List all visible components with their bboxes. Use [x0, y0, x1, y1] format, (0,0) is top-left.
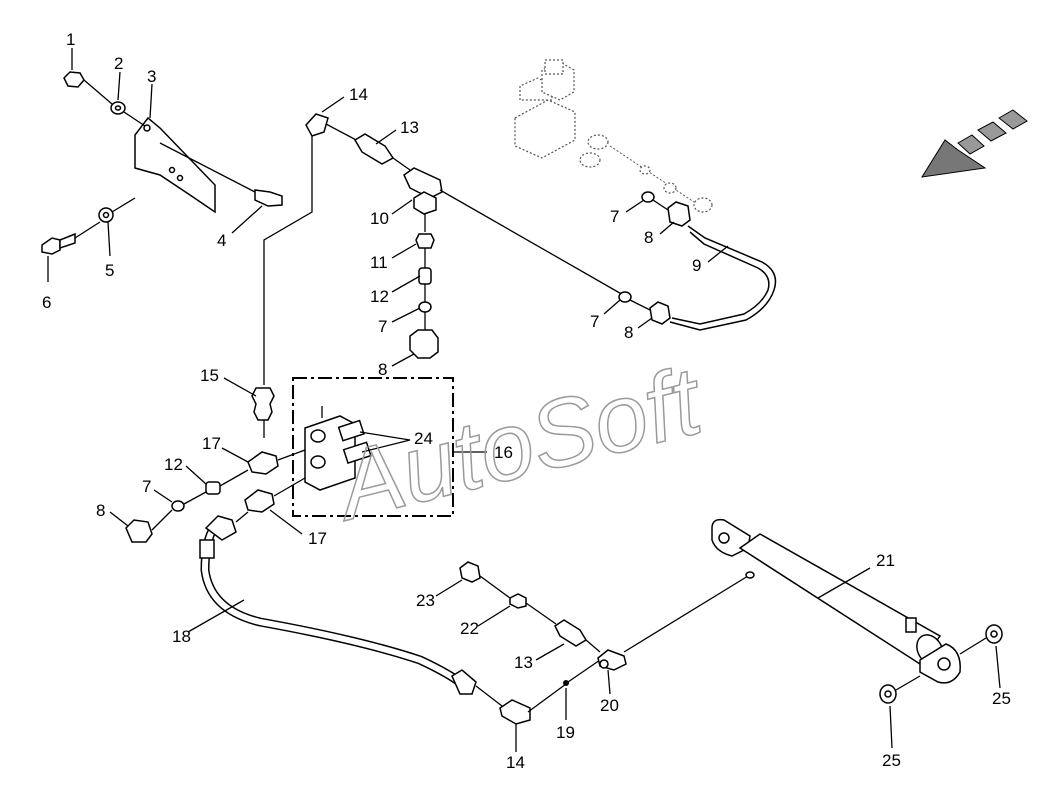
elbow-fitting-14-bottom[interactable]: [499, 699, 531, 725]
callout-14-top: 14: [349, 85, 368, 104]
adapter-22[interactable]: [509, 593, 527, 609]
ferrule-7-right[interactable]: [618, 291, 632, 303]
assembly-frame-16: [292, 377, 454, 517]
rigid-tube-9[interactable]: [669, 225, 777, 331]
callout-1: 1: [66, 30, 75, 49]
callout-22: 22: [460, 619, 479, 638]
callout-10: 10: [370, 209, 389, 228]
callout-13-bottom: 13: [514, 653, 533, 672]
leader-lines: [47, 48, 1001, 752]
control-valve-reference: [514, 59, 713, 213]
union-13-bottom[interactable]: [554, 619, 588, 647]
tee-fitting-20[interactable]: [597, 649, 627, 671]
callout-11: 11: [370, 253, 388, 272]
callout-8-right: 8: [624, 323, 633, 342]
adapter-11[interactable]: [415, 233, 435, 249]
callout-25-right: 25: [992, 689, 1011, 708]
callout-7-left: 7: [142, 477, 151, 496]
callout-7-top: 7: [610, 207, 619, 226]
mounting-bracket[interactable]: [134, 116, 216, 214]
adapter-17-bottom[interactable]: [244, 489, 275, 513]
flange-nut[interactable]: [63, 71, 85, 88]
callout-23: 23: [416, 591, 435, 610]
sleeve-12-top[interactable]: [418, 267, 432, 285]
adapter-15[interactable]: [251, 387, 275, 421]
union-13-top[interactable]: [353, 133, 395, 165]
sleeve-12-left[interactable]: [205, 481, 221, 495]
callout-20: 20: [600, 696, 619, 715]
callout-7-right: 7: [590, 312, 599, 331]
callout-17-top: 17: [202, 434, 221, 453]
callout-7-mid: 7: [378, 317, 387, 336]
plug-23[interactable]: [459, 561, 481, 583]
pipe-to-fitting-15: [263, 136, 313, 385]
nut-8-top[interactable]: [667, 201, 691, 227]
hydraulic-cylinder-21[interactable]: [711, 518, 961, 684]
callout-16: 16: [494, 443, 513, 462]
adapter-17-top[interactable]: [247, 451, 279, 475]
ferrule-7-mid[interactable]: [418, 301, 432, 313]
callout-19: 19: [556, 723, 575, 742]
direction-arrow-icon: [921, 109, 1028, 178]
washer-25-left[interactable]: [879, 684, 897, 704]
elbow-fitting-14-top[interactable]: [305, 113, 329, 137]
callout-labels: 1 2 3 4 5 6 14 13 10 11 12 7 8 7 8 9 7 8…: [42, 30, 1011, 772]
callout-5: 5: [105, 261, 114, 280]
callout-12-left: 12: [164, 455, 183, 474]
bolt-6[interactable]: [41, 232, 76, 255]
nut-8-right[interactable]: [649, 301, 671, 325]
callout-12-top: 12: [370, 287, 389, 306]
callout-14-bottom: 14: [506, 753, 525, 772]
callout-18: 18: [172, 627, 191, 646]
relief-valve-block-16[interactable]: [304, 406, 372, 491]
hydraulic-hose-18[interactable]: [199, 515, 477, 695]
ferrule-7-left[interactable]: [171, 500, 185, 512]
bolt-4[interactable]: [254, 189, 283, 207]
callout-8-top: 8: [644, 228, 653, 247]
callout-24: 24: [414, 429, 433, 448]
callout-13-top: 13: [400, 118, 419, 137]
ferrule-7-top[interactable]: [641, 191, 655, 203]
callout-9: 9: [692, 256, 701, 275]
callout-4: 4: [217, 231, 226, 250]
washer-2[interactable]: [110, 101, 126, 115]
callout-8-mid: 8: [378, 360, 387, 379]
callout-8-left: 8: [96, 501, 105, 520]
callout-17-bottom: 17: [308, 529, 327, 548]
nut-8-mid[interactable]: [409, 329, 439, 359]
nut-8-left[interactable]: [125, 519, 153, 543]
washer-25-right[interactable]: [985, 624, 1003, 644]
callout-25-left: 25: [882, 751, 901, 770]
callout-21: 21: [876, 551, 895, 570]
washer-5[interactable]: [98, 207, 114, 223]
callout-2: 2: [114, 54, 123, 73]
tee-fitting-10[interactable]: [403, 167, 443, 215]
callout-15: 15: [200, 366, 219, 385]
orifice-19[interactable]: [563, 680, 569, 686]
cartridge-24[interactable]: [359, 431, 411, 453]
callout-3: 3: [147, 67, 156, 86]
callout-6: 6: [42, 293, 51, 312]
